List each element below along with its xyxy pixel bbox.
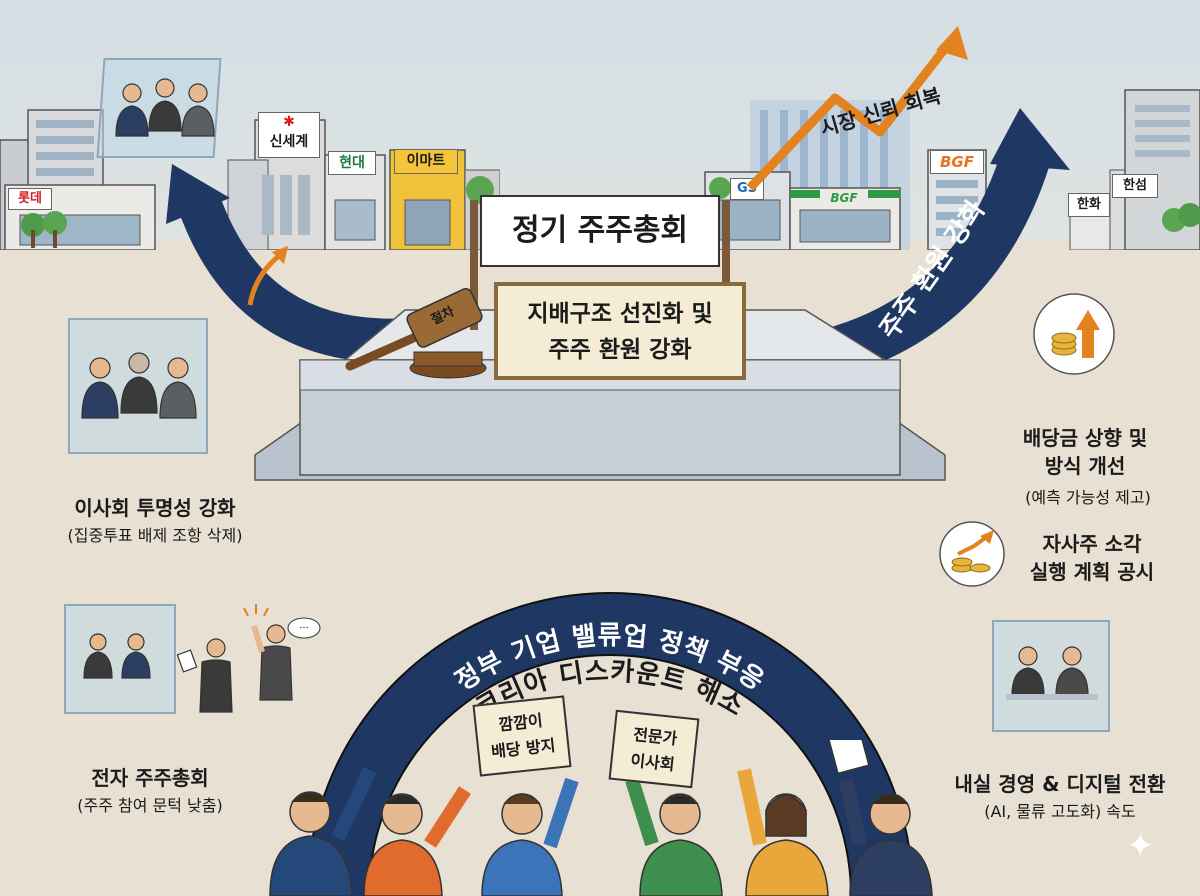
electronic-meeting-figures: ··· [83, 604, 321, 713]
svg-text:···: ··· [299, 623, 309, 634]
buyback-coins-icon [939, 521, 1005, 587]
hyundai-sign: 현대 [328, 151, 376, 175]
hanwha-sign: 한화 [1068, 193, 1110, 217]
center-board-line2: 주주 환원 강화 [548, 337, 692, 363]
dividend-title: 배당금 상향 및 방식 개선 [990, 424, 1180, 480]
dividend-title-line1: 배당금 상향 및 [1022, 426, 1148, 450]
buyback-line1: 자사주 소각 [1042, 532, 1142, 556]
market-trend-arrow [746, 26, 968, 192]
shinsegae-label: 신세계 [269, 134, 309, 150]
flower-icon: ✱ [283, 114, 295, 130]
hansem-sign: 한섬 [1112, 174, 1158, 198]
bgf-store-sign: BGF [820, 190, 868, 208]
crowd-figures [269, 740, 933, 896]
electronic-meeting-title: 전자 주주총회 [91, 766, 209, 790]
placard-no-secret-dividend: 깜깜이 배당 방지 [472, 695, 572, 777]
dividend-coins-icon [1033, 293, 1115, 375]
gs-sign: GS [730, 178, 764, 200]
page-title: 정기 주주총회 [480, 195, 720, 267]
board-transparency-title: 이사회 투명성 강화 [74, 496, 236, 520]
dividend-title-line2: 방식 개선 [1044, 454, 1126, 478]
buyback-title: 자사주 소각 실행 계획 공시 [1012, 530, 1172, 586]
management-sub: (AI, 물류 고도화) 속도 [984, 802, 1136, 821]
management-figures [1006, 646, 1098, 700]
board-transparency-sub: (집중투표 배제 조항 삭제) [67, 526, 243, 545]
shinsegae-sign: ✱ 신세계 [258, 112, 320, 158]
management-glass-box [992, 620, 1110, 732]
title-post-left [470, 200, 478, 330]
board-members-icon [81, 352, 197, 419]
lotte-sign: 롯데 [8, 188, 52, 210]
emart-sign: 이마트 [394, 149, 458, 174]
dividend-sub: (예측 가능성 제고) [1025, 488, 1151, 507]
board-members-top [115, 78, 215, 137]
sparkle-icon: ✦ [1126, 826, 1155, 866]
center-board: 지배구조 선진화 및 주주 환원 강화 [494, 282, 746, 380]
electronic-meeting-sub: (주주 참여 문턱 낮춤) [77, 796, 223, 815]
gavel-icon [345, 288, 487, 379]
buyback-line2: 실행 계획 공시 [1029, 560, 1155, 584]
bgf-tower-sign: BGF [930, 150, 984, 174]
placard-expert-board: 전문가 이사회 [608, 709, 700, 789]
electronic-glass-box [64, 604, 176, 714]
title-post-right [722, 200, 730, 330]
center-board-line1: 지배구조 선진화 및 [527, 301, 713, 327]
management-title: 내실 경영 & 디지털 전환 [954, 772, 1166, 796]
